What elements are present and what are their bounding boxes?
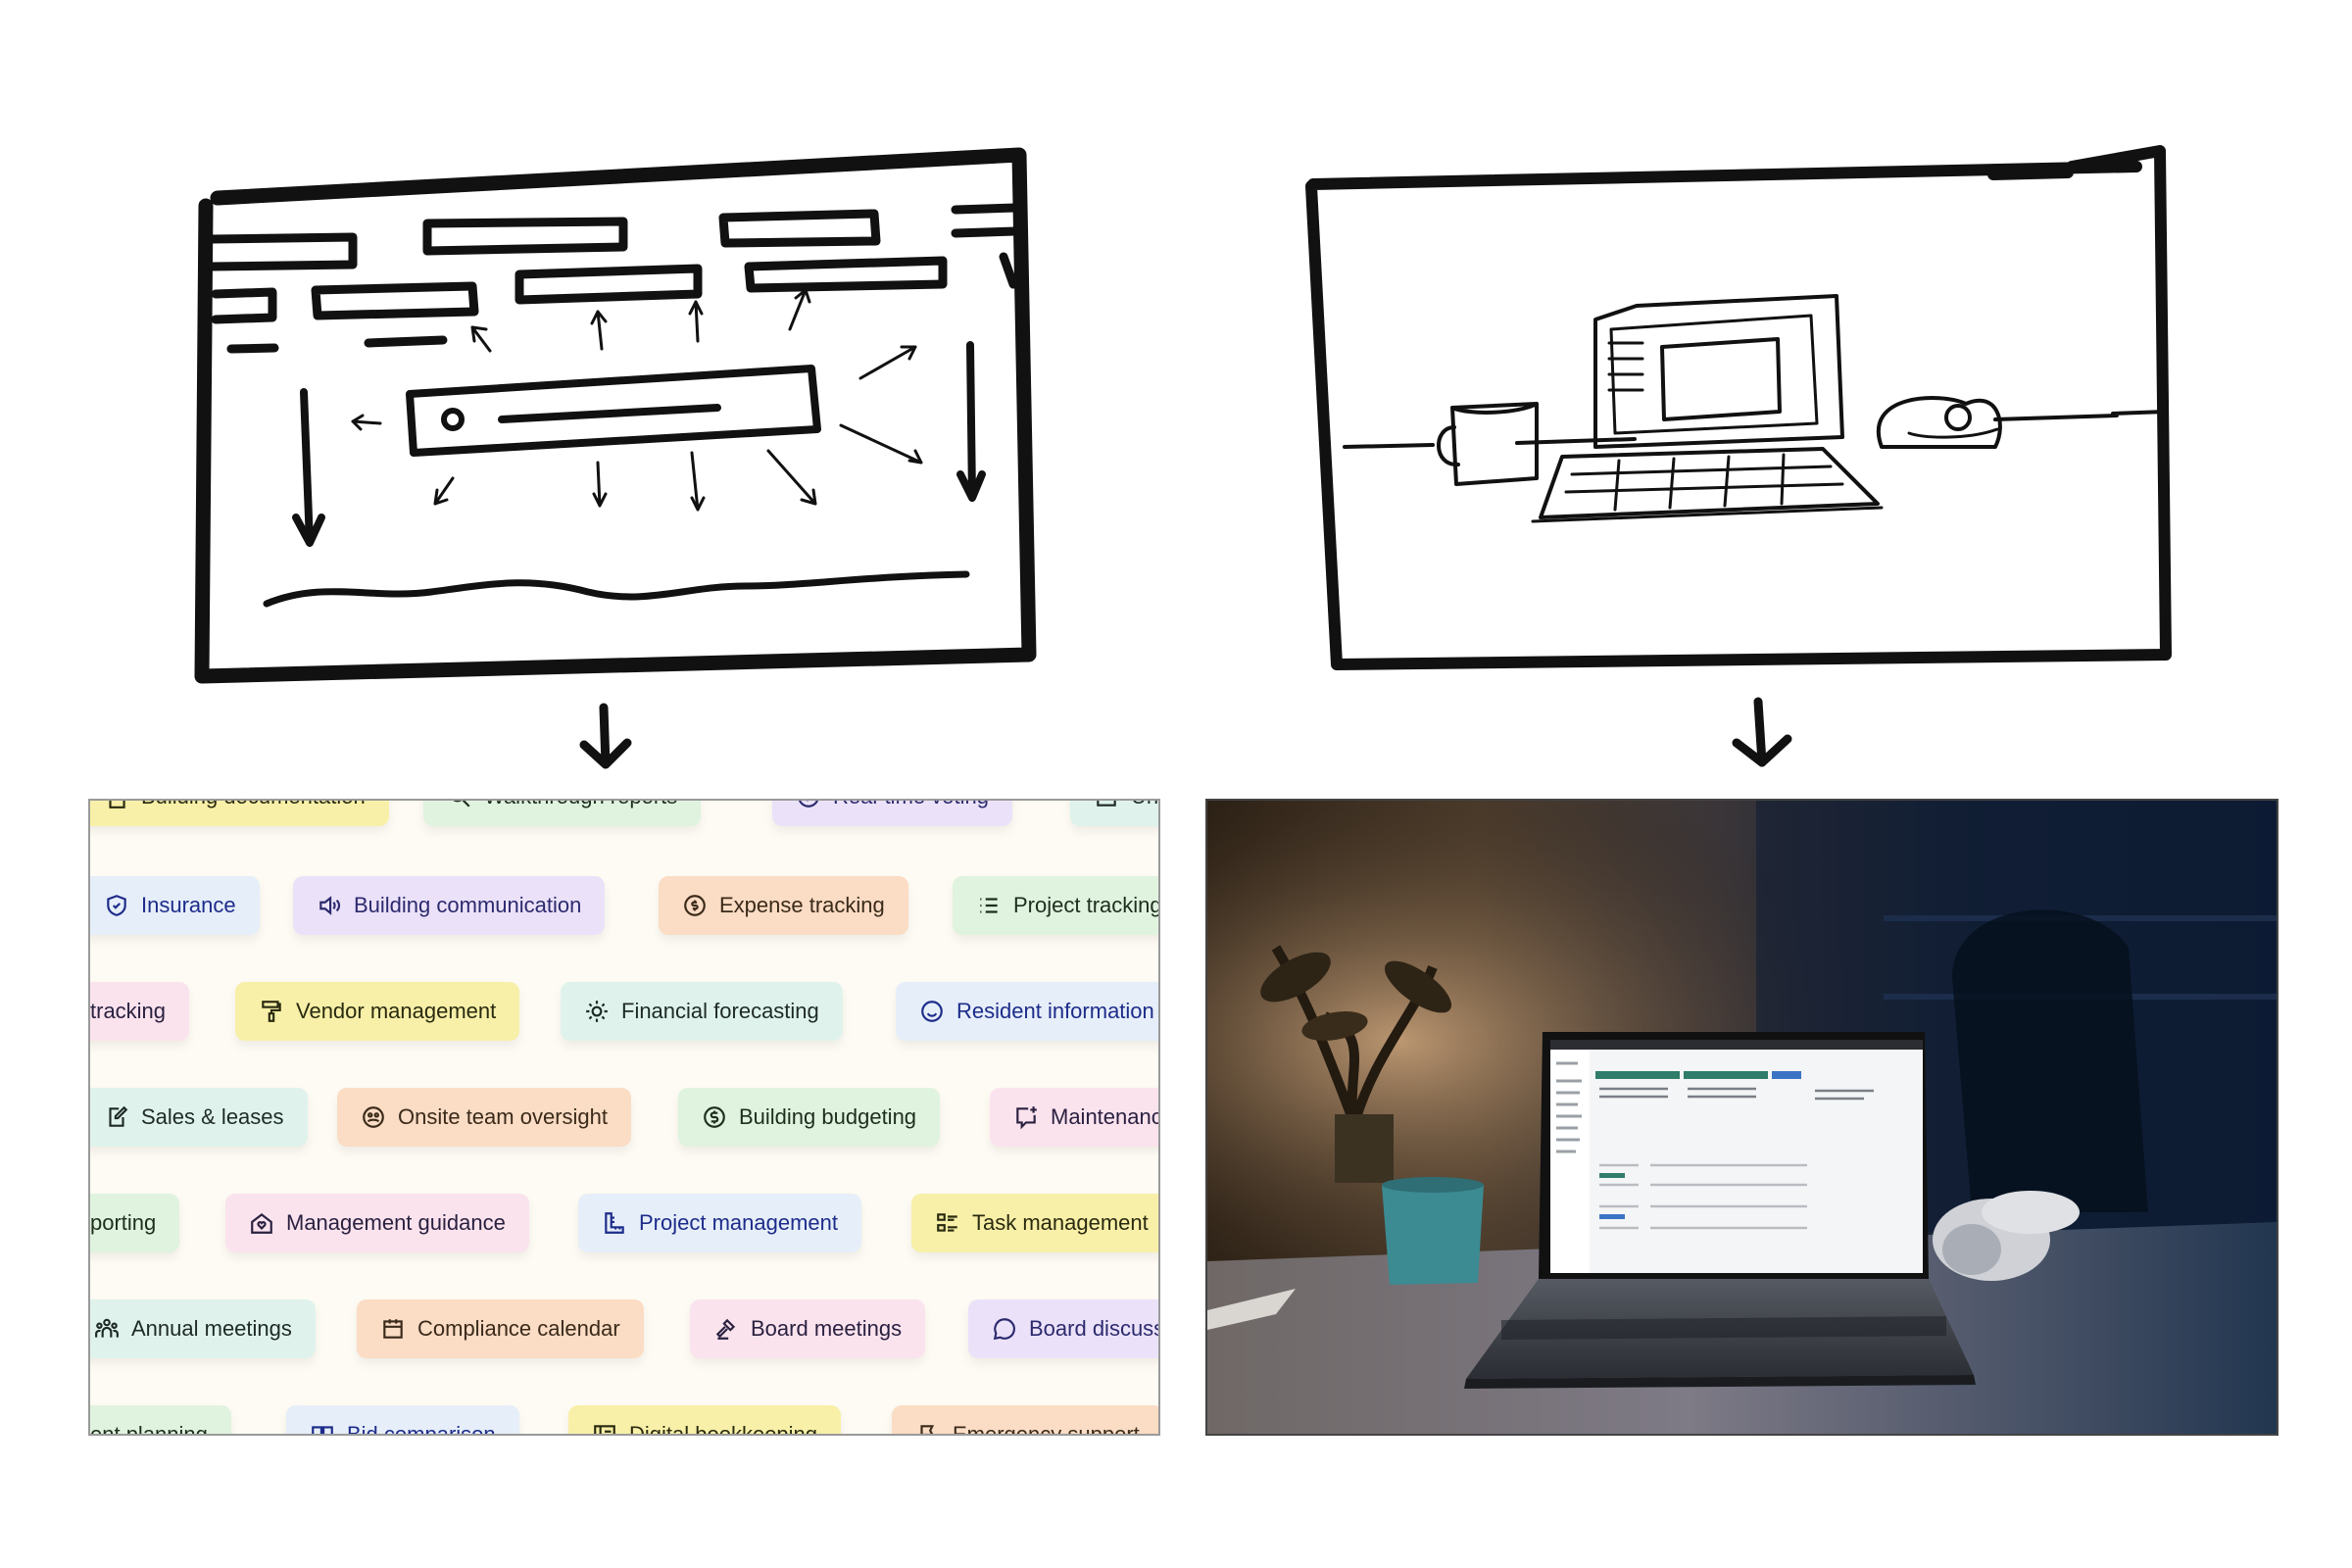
smiley-icon <box>919 999 945 1024</box>
speaker-icon <box>317 893 342 918</box>
chip-label: Annual meetings <box>131 1316 292 1341</box>
chip-label: Project tracking <box>1013 893 1160 917</box>
chip-label: Task management <box>972 1210 1149 1235</box>
chip-label: Building documentation <box>141 801 366 809</box>
chat-bubble-icon <box>992 1316 1017 1342</box>
chip-label: Real-time voting <box>833 801 989 809</box>
chip-label: Bid comparison <box>347 1422 496 1436</box>
chip-label: Onsite team oversight <box>398 1104 608 1129</box>
chip-label: Financial forecasting <box>621 999 819 1023</box>
chip-label: Board discuss <box>1029 1316 1160 1341</box>
chip-label: Unpaid <box>1131 801 1158 809</box>
ledger-icon <box>592 1422 617 1434</box>
chip-label: Building communication <box>354 893 582 917</box>
chip-resident-information: Resident information <box>896 982 1158 1041</box>
calendar-icon <box>380 1316 406 1342</box>
support-icon <box>915 1422 941 1434</box>
chip-project-tracking: Project tracking <box>953 876 1160 935</box>
chip-board-discussions: Board discuss <box>968 1299 1160 1358</box>
document-icon <box>104 801 129 809</box>
home-heart-icon <box>249 1210 274 1236</box>
chat-plus-icon <box>1013 1104 1039 1130</box>
chip-label: Expense tracking <box>719 893 885 917</box>
chip-maintenance: Maintenance <box>990 1088 1158 1147</box>
check-circle-icon <box>796 801 821 809</box>
chip-label: Maintenance <box>1051 1104 1158 1129</box>
ui-wireframe-sketch <box>194 147 1037 769</box>
chip-tracking: tracking <box>90 982 190 1041</box>
chip-real-time-voting: Real-time voting <box>772 801 1012 826</box>
people-icon <box>94 1316 120 1342</box>
chip-label: Building budgeting <box>739 1104 917 1129</box>
compare-icon <box>310 1422 335 1434</box>
chip-annual-meetings: Annual meetings <box>90 1299 316 1358</box>
chip-reporting: porting <box>90 1194 180 1252</box>
gavel-icon <box>713 1316 739 1342</box>
feature-chips-panel: Building documentation Walkthrough repor… <box>88 799 1160 1436</box>
chip-emergency-support: Emergency support <box>892 1405 1158 1436</box>
chip-bid-comparison: Bid comparison <box>286 1405 519 1436</box>
chip-label: ent planning <box>90 1422 208 1436</box>
chip-expense-tracking: Expense tracking <box>659 876 908 935</box>
chip-unpaid: Unpaid <box>1070 801 1158 826</box>
chip-digital-bookkeeping: Digital bookkeeping <box>568 1405 842 1436</box>
chip-label: Emergency support <box>953 1422 1140 1436</box>
chip-onsite-team-oversight: Onsite team oversight <box>337 1088 631 1147</box>
chip-label: Board meetings <box>751 1316 903 1341</box>
chip-financial-forecasting: Financial forecasting <box>561 982 843 1041</box>
chip-vendor-management: Vendor management <box>235 982 520 1041</box>
chip-label: tracking <box>90 999 167 1023</box>
dollar-circle-icon <box>702 1104 727 1130</box>
chip-label: Sales & leases <box>141 1104 284 1129</box>
ruler-building-icon <box>602 1210 627 1236</box>
chip-label: Insurance <box>141 893 236 917</box>
photo-illustration <box>1207 801 2277 1434</box>
desk-laptop-photo <box>1205 799 2278 1436</box>
chip-label: Digital bookkeeping <box>629 1422 818 1436</box>
chip-walkthrough-reports: Walkthrough reports <box>423 801 702 826</box>
chip-label: Walkthrough reports <box>484 801 677 809</box>
edit-document-icon <box>104 1104 129 1130</box>
paint-roller-icon <box>259 999 284 1024</box>
chip-building-budgeting: Building budgeting <box>678 1088 941 1147</box>
chip-building-communication: Building communication <box>293 876 606 935</box>
chip-building-documentation: Building documentation <box>90 801 389 826</box>
chip-event-planning: ent planning <box>90 1405 231 1436</box>
chip-project-management: Project management <box>578 1194 861 1252</box>
chip-label: Management guidance <box>286 1210 506 1235</box>
desk-scene-sketch <box>1305 145 2172 767</box>
chip-label: Project management <box>639 1210 838 1235</box>
chip-compliance-calendar: Compliance calendar <box>357 1299 644 1358</box>
sun-icon <box>584 999 610 1024</box>
chip-management-guidance: Management guidance <box>225 1194 529 1252</box>
coin-refresh-icon <box>682 893 708 918</box>
shield-icon <box>104 893 129 918</box>
chip-task-management: Task management <box>911 1194 1158 1252</box>
team-circle-icon <box>361 1104 386 1130</box>
chip-insurance: Insurance <box>90 876 260 935</box>
list-icon <box>976 893 1002 918</box>
chip-label: Compliance calendar <box>417 1316 620 1341</box>
chip-label: porting <box>90 1210 157 1235</box>
search-icon <box>447 801 472 809</box>
chip-sales-leases: Sales & leases <box>90 1088 308 1147</box>
chip-label: Resident information <box>956 999 1154 1023</box>
calendar-icon <box>1094 801 1119 809</box>
chip-label: Vendor management <box>296 999 497 1023</box>
chip-board-meetings: Board meetings <box>690 1299 926 1358</box>
task-list-icon <box>935 1210 960 1236</box>
